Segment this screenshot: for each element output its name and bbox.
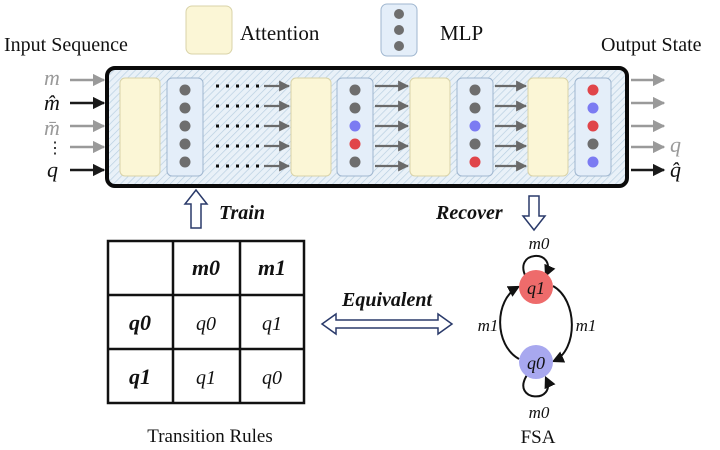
table-cell: q0 [196, 313, 216, 335]
attention-block [527, 77, 569, 177]
table-cell: q1 [262, 313, 282, 335]
recover-arrow [521, 195, 547, 232]
attention-block [409, 77, 451, 177]
fsa-label-edge-left: m1 [478, 316, 499, 335]
fsa-label-loop-top: m0 [529, 234, 550, 253]
input-symbol-m-hat: m̂ [44, 90, 60, 115]
legend-mlp-dot [394, 41, 404, 51]
input-symbol-q: q [47, 157, 58, 182]
mlp-neuron-dot [469, 138, 481, 150]
fsa-self-loop-q0 [522, 374, 556, 398]
mlp-neuron-dot [469, 84, 481, 96]
table-cell: q1 [196, 367, 216, 389]
table-col-header: m0 [192, 255, 220, 280]
fsa-label-edge-right: m1 [576, 316, 597, 335]
output-arrows [631, 73, 666, 177]
fsa-state-q0-label: q0 [527, 353, 545, 373]
table-cell: q0 [262, 367, 282, 389]
output-state-label: Output State [601, 34, 702, 56]
fsa-label-loop-bottom: m0 [529, 403, 550, 422]
equivalent-label: Equivalent [341, 289, 433, 311]
legend-attention-swatch [185, 5, 233, 55]
mlp-neuron-dot [179, 138, 191, 150]
legend-mlp-dot [394, 9, 404, 19]
fsa-state-q1-label: q1 [527, 278, 545, 298]
table-row-header: q0 [129, 310, 151, 335]
legend-mlp-label: MLP [440, 21, 483, 45]
mlp-block [336, 77, 374, 177]
mlp-block [456, 77, 494, 177]
attention-block [119, 77, 161, 177]
mlp-neuron-dot [587, 102, 599, 114]
mlp-neuron-dot [587, 138, 599, 150]
input-symbol-m-bar: m̄ [44, 115, 60, 140]
fsa-edge-left [499, 285, 521, 360]
mlp-neuron-dot [469, 156, 481, 168]
connector-arrows [216, 80, 528, 172]
equivalent-arrow [320, 312, 454, 336]
mlp-neuron-dot [349, 120, 361, 132]
mlp-neuron-dot [469, 102, 481, 114]
mlp-neuron-dot [587, 84, 599, 96]
legend-mlp-swatch [380, 3, 418, 57]
mlp-neuron-dot [469, 120, 481, 132]
input-symbol-m: m [44, 65, 60, 90]
output-symbol-q: q [670, 132, 681, 157]
fsa-label: FSA [521, 427, 556, 448]
legend-mlp-dot [394, 25, 404, 35]
train-arrow [183, 188, 209, 229]
input-sequence-label: Input Sequence [4, 34, 128, 56]
output-symbol-q-hat: q̂ [670, 157, 681, 182]
legend-attention-label: Attention [240, 21, 320, 45]
table-col-header: m1 [258, 255, 286, 280]
fsa-edge-right [551, 285, 573, 363]
mlp-neuron-dot [179, 84, 191, 96]
train-label: Train [219, 202, 265, 224]
mlp-block [166, 77, 204, 177]
fsa-state-q0 [519, 345, 553, 379]
input-arrows [70, 73, 106, 177]
mlp-neuron-dot [349, 102, 361, 114]
table-row-header: q1 [129, 364, 151, 389]
mlp-neuron-dot [179, 102, 191, 114]
attention-block [290, 77, 332, 177]
input-ellipsis: ⋮ [47, 140, 63, 157]
mlp-neuron-dot [179, 120, 191, 132]
mlp-neuron-dot [179, 156, 191, 168]
fsa-diagram: q1 q0 m0 m0 m1 m1 [478, 234, 597, 422]
fsa-state-q1 [519, 270, 553, 304]
mlp-block [574, 77, 612, 177]
transition-rules-label: Transition Rules [147, 426, 272, 447]
mlp-layer [166, 77, 612, 177]
fsa-self-loop-q1 [522, 254, 556, 280]
mlp-neuron-dot [349, 156, 361, 168]
mlp-neuron-dot [349, 138, 361, 150]
mlp-neuron-dot [349, 84, 361, 96]
transition-table: m0 m1 q0 q1 q0 q1 q1 q0 [106, 239, 306, 405]
mlp-neuron-dot [587, 156, 599, 168]
mlp-neuron-dot [587, 120, 599, 132]
recover-label: Recover [435, 202, 503, 224]
